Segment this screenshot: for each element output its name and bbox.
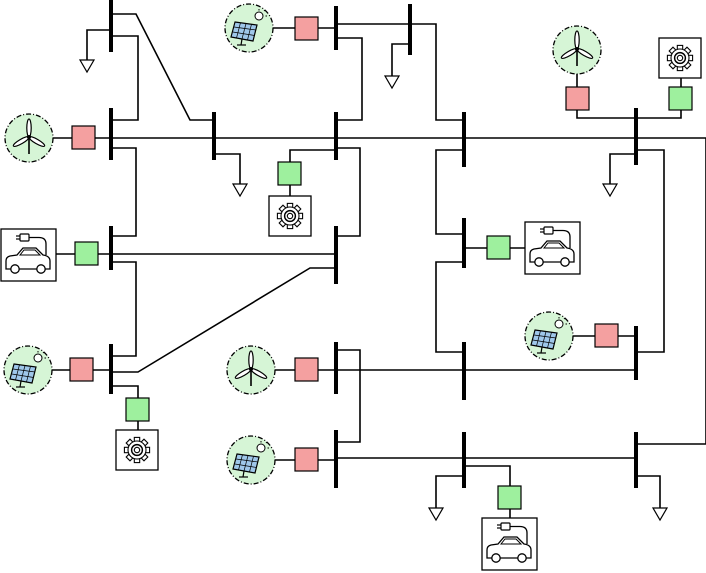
load-bus-18 [636, 475, 669, 522]
load-bus-15 [427, 475, 464, 522]
converter-green-box [125, 397, 150, 422]
wind-unit-top-right [552, 25, 636, 119]
gear-icon [666, 44, 694, 72]
converter-red-box [565, 86, 590, 111]
wind-unit-left [4, 113, 111, 163]
load-bus-7 [383, 43, 410, 90]
converter-red-box [294, 357, 319, 382]
converter-green-box [497, 485, 522, 510]
solar-unit-left [3, 345, 111, 395]
transmission-lines [111, 13, 706, 459]
loads [78, 29, 669, 522]
converter-green-box [668, 86, 693, 111]
generator-unit-middle [268, 149, 336, 237]
converter-red-box [69, 357, 94, 382]
gear-icon [123, 436, 151, 464]
converter-red-box [594, 323, 619, 348]
solar-unit-right [524, 311, 636, 361]
converter-red-box [71, 125, 96, 150]
generator-unit-top-right [636, 37, 702, 119]
bus-bars [109, 0, 638, 488]
generator-unit-left [111, 385, 159, 471]
converter-red-box [294, 16, 319, 41]
load-bus-1 [78, 29, 111, 74]
ev-unit-bottom [464, 465, 538, 571]
solar-unit-bottom [226, 435, 336, 485]
converter-red-box [294, 447, 319, 472]
ev-unit-right [464, 221, 581, 275]
wind-unit-middle [226, 345, 336, 395]
gear-icon [276, 202, 304, 230]
converter-green-box [74, 241, 99, 266]
load-bus-16 [601, 153, 636, 198]
solar-unit-top [224, 3, 336, 53]
ev-unit-left [0, 228, 111, 282]
converter-green-box [277, 161, 302, 186]
converter-green-box [486, 235, 511, 260]
load-bus-5 [214, 153, 249, 198]
